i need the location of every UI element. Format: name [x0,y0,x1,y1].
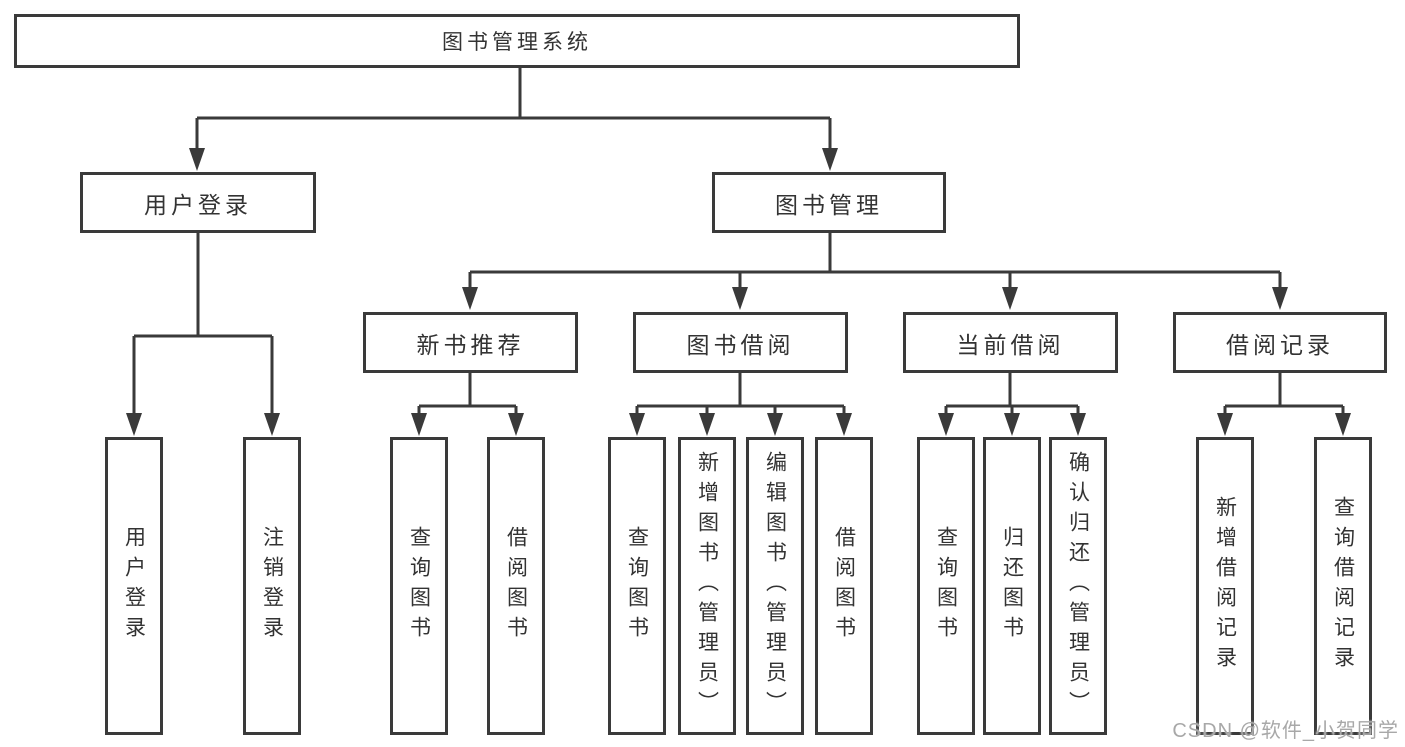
connector-recommend-children [417,373,518,414]
leaf-confirm-return-admin: 确认归还（管理员） [1049,437,1107,735]
arrow-down-icon [1217,413,1233,436]
arrow-down-icon [699,413,715,436]
arrow-down-icon [126,413,142,436]
leaf-add-book-admin: 新增图书（管理员） [678,437,736,735]
arrow-down-icon [189,148,205,171]
node-user-login: 用户登录 [80,172,316,233]
node-library-management-system: 图书管理系统 [14,14,1020,68]
leaf-edit-book-admin: 编辑图书（管理员） [746,437,804,735]
connector-root-to-level2 [195,68,832,150]
arrow-down-icon [411,413,427,436]
arrow-down-icon [508,413,524,436]
arrow-down-icon [732,287,748,310]
arrow-down-icon [1335,413,1351,436]
arrow-down-icon [938,413,954,436]
connector-current-children [944,373,1080,414]
connector-bookmgmt-children [468,233,1282,288]
csdn-watermark: CSDN @软件_小贺同学 [1172,720,1399,742]
leaf-logout: 注销登录 [243,437,301,735]
node-book-management: 图书管理 [712,172,946,233]
leaf-query-books-recommend: 查询图书 [390,437,448,735]
leaf-return-books: 归还图书 [983,437,1041,735]
connector-records-children [1223,373,1345,414]
node-book-borrow: 图书借阅 [633,312,848,373]
arrow-down-icon [264,413,280,436]
leaf-query-books-current: 查询图书 [917,437,975,735]
leaf-query-borrow-record: 查询借阅记录 [1314,437,1372,735]
leaf-query-books-borrow: 查询图书 [608,437,666,735]
connector-userlogin-children [132,233,274,414]
leaf-borrow-books: 借阅图书 [815,437,873,735]
arrow-down-icon [629,413,645,436]
leaf-add-borrow-record: 新增借阅记录 [1196,437,1254,735]
arrow-down-icon [1002,287,1018,310]
arrow-down-icon [462,287,478,310]
node-borrow-records: 借阅记录 [1173,312,1387,373]
leaf-borrow-books-recommend: 借阅图书 [487,437,545,735]
node-new-book-recommend: 新书推荐 [363,312,578,373]
arrow-down-icon [836,413,852,436]
arrow-down-icon [1272,287,1288,310]
arrow-down-icon [822,148,838,171]
arrow-down-icon [767,413,783,436]
node-current-borrow: 当前借阅 [903,312,1118,373]
arrow-down-icon [1004,413,1020,436]
connector-borrow-children [635,373,846,414]
arrow-down-icon [1070,413,1086,436]
leaf-user-login: 用户登录 [105,437,163,735]
